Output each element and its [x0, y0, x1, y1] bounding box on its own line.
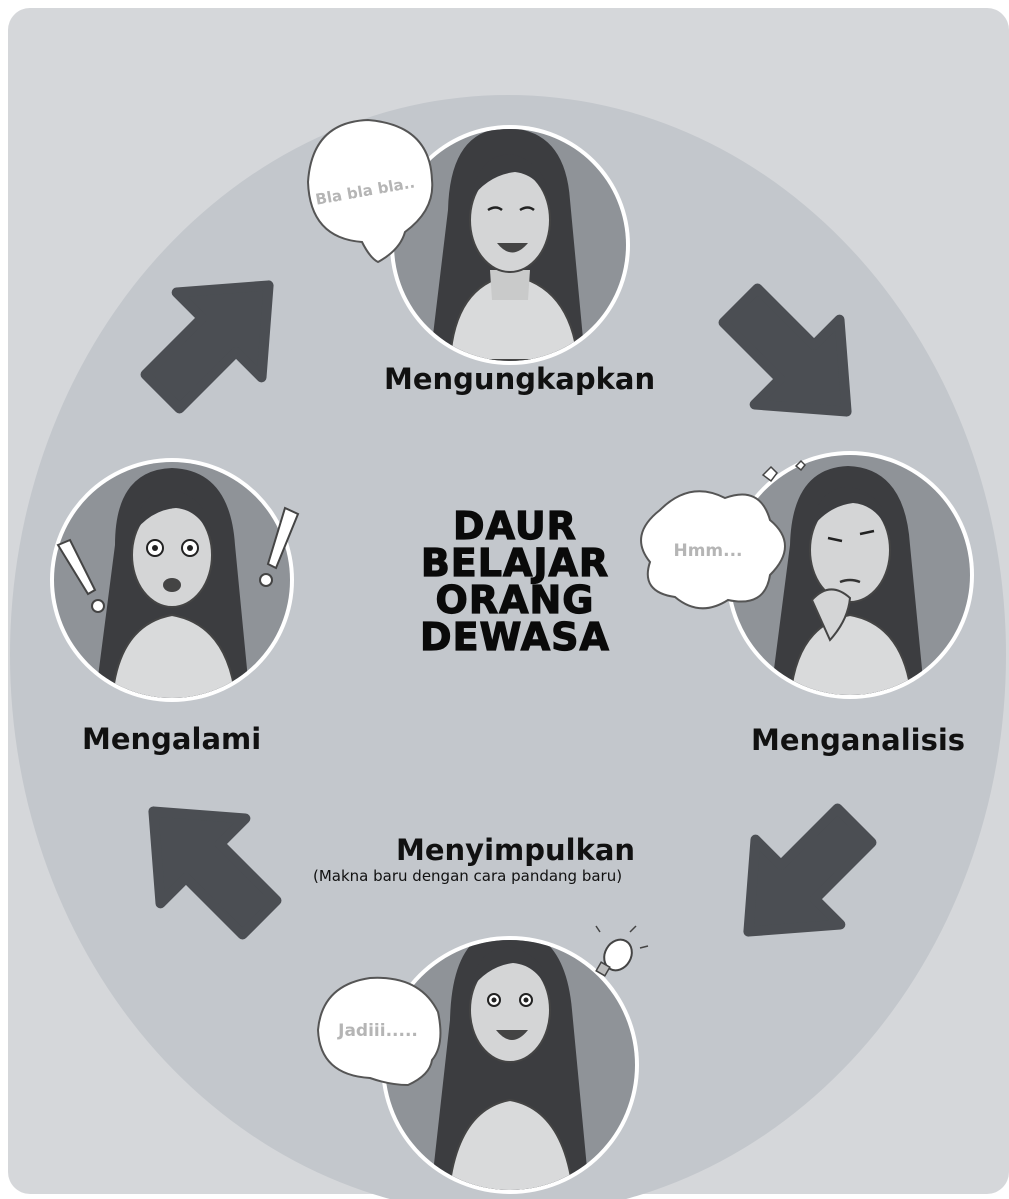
exclamation-mark-icon — [56, 538, 105, 613]
exclamation-mark-icon — [259, 506, 300, 587]
label-menyimpulkan: Menyimpulkan — [396, 833, 636, 867]
title-line-3: ORANG — [435, 578, 595, 622]
portrait-left — [50, 458, 294, 702]
label-mengalami: Mengalami — [82, 722, 262, 756]
portrait-top — [390, 125, 630, 365]
label-menyimpulkan-sub: (Makna baru dengan cara pandang baru) — [313, 867, 623, 885]
title-line-1: DAUR — [452, 504, 577, 548]
thought-text-right: Hmm... — [673, 541, 742, 561]
thought-bubble-icon: Hmm... — [640, 459, 807, 610]
label-menganalisis: Menganalisis — [751, 723, 966, 757]
speech-bubble-top: Bla bla bla.. — [306, 118, 434, 264]
speech-text-bottom: Jadiii..... — [337, 1021, 418, 1041]
portrait-bottom — [381, 936, 639, 1194]
title-line-2: BELAJAR — [420, 541, 610, 585]
speech-bubble-bottom: Jadiii..... — [316, 976, 442, 1087]
title-line-4: DEWASA — [419, 615, 610, 659]
label-mengungkapkan: Mengungkapkan — [384, 362, 656, 396]
light-bulb-icon — [595, 925, 649, 977]
portrait-right — [726, 451, 974, 699]
diagram-title: DAUR BELAJAR ORANG DEWASA — [400, 504, 630, 659]
